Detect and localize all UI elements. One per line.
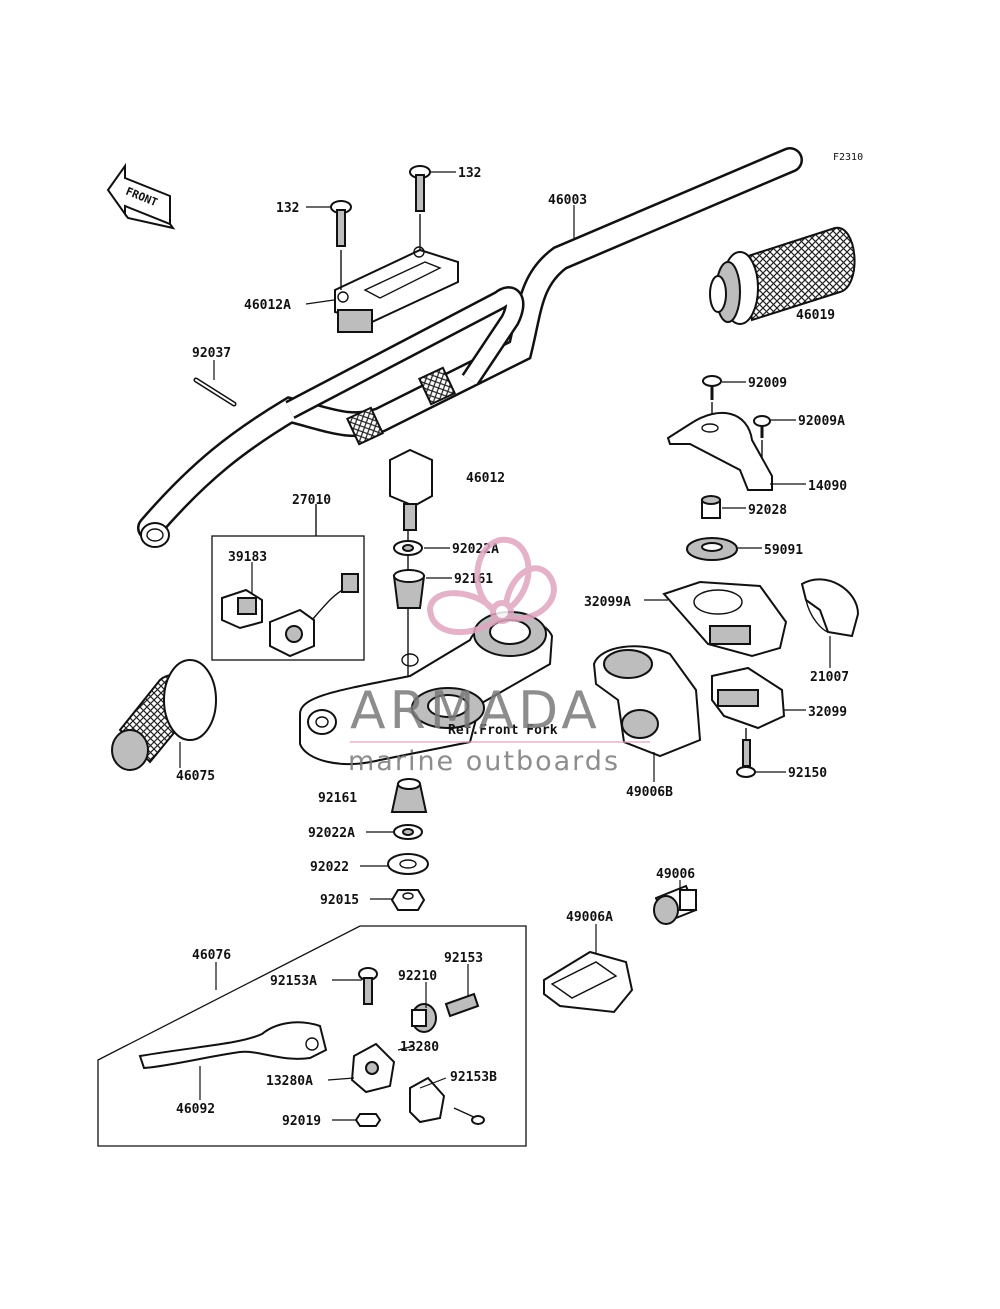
part-label: 92150 xyxy=(788,766,827,781)
part-label: 59091 xyxy=(764,543,803,558)
washer-92022A-top xyxy=(393,540,423,556)
lever-holder-13280A xyxy=(350,1042,396,1094)
part-label: 92161 xyxy=(454,572,493,587)
part-label: 92022A xyxy=(308,826,355,841)
part-label: 21007 xyxy=(810,670,849,685)
lever-cover-49006A xyxy=(543,950,634,1014)
part-label: 132 xyxy=(458,166,481,181)
reference-front-fork: Ref.Front Fork xyxy=(448,723,558,738)
part-label: 32099 xyxy=(808,705,847,720)
propeller-logo-icon xyxy=(426,536,557,636)
handlebar xyxy=(137,147,803,548)
clutch-lever-group-box xyxy=(97,925,527,1147)
damper-92161-top xyxy=(392,569,426,609)
lever-holder-13280 xyxy=(409,1076,446,1124)
part-labels: 132 132 46003 46012A 46019 92037 92009 9… xyxy=(176,166,849,1129)
part-label: 132 xyxy=(276,201,299,216)
part-label: 92210 xyxy=(398,969,437,984)
bolt-132-left xyxy=(330,200,352,290)
throttle-cover-14090 xyxy=(666,411,773,491)
part-label: 92153B xyxy=(450,1070,497,1085)
adjuster-49006 xyxy=(653,884,698,925)
grip-left xyxy=(111,659,217,771)
screw-92150 xyxy=(736,728,756,778)
part-label: 92153A xyxy=(270,974,317,989)
part-label: 49006 xyxy=(656,867,695,882)
part-label: 92037 xyxy=(192,346,231,361)
pin-92037 xyxy=(193,377,237,407)
part-label: 92009A xyxy=(798,414,845,429)
handlebar-clamp-upper xyxy=(334,246,459,333)
watermark-title: ARMADA xyxy=(350,681,601,741)
part-label: 92022 xyxy=(310,860,349,875)
bolt-92153 xyxy=(444,992,480,1018)
switch-group-box xyxy=(211,535,365,661)
part-label: 92009 xyxy=(748,376,787,391)
throttle-housing-32099A xyxy=(662,580,788,658)
diagram-code: F2310 xyxy=(833,152,863,163)
grip-right xyxy=(709,226,856,325)
part-label: 46012A xyxy=(244,298,291,313)
bolt-92153A xyxy=(358,967,378,1005)
watermark-subtitle: marine outboards xyxy=(348,746,620,777)
washer-92022 xyxy=(387,853,429,875)
part-label: 46003 xyxy=(548,193,587,208)
damper-92161-bottom xyxy=(390,778,428,813)
collar-92028 xyxy=(701,495,721,519)
steering-stem-head xyxy=(299,611,554,765)
part-label: 46019 xyxy=(796,308,835,323)
throttle-pulley-21007 xyxy=(800,578,860,638)
part-label: 92153 xyxy=(444,951,483,966)
part-label: 49006A xyxy=(566,910,613,925)
leader-lines xyxy=(179,171,831,1121)
part-label: 46012 xyxy=(466,471,505,486)
clutch-lever-46092 xyxy=(138,1021,328,1070)
part-label: 27010 xyxy=(292,493,331,508)
watermark: ARMADA marine outboards xyxy=(348,536,650,777)
washer-92022A-bottom xyxy=(393,824,423,840)
part-label: 39183 xyxy=(228,550,267,565)
engine-stop-switch xyxy=(269,573,359,658)
screw-92153B xyxy=(453,1107,485,1125)
part-label: 13280 xyxy=(400,1040,439,1055)
front-arrow-icon: FRONT xyxy=(106,162,176,230)
part-label: 92019 xyxy=(282,1114,321,1129)
throttle-housing-32099 xyxy=(711,666,786,730)
part-label: 13280A xyxy=(266,1074,313,1089)
nut-92015 xyxy=(390,889,426,911)
part-label: 32099A xyxy=(584,595,631,610)
adjuster-92210 xyxy=(411,1003,437,1033)
part-label: 92015 xyxy=(320,893,359,908)
seal-59091 xyxy=(686,537,738,561)
part-label: 14090 xyxy=(808,479,847,494)
handlebar-holder-46012 xyxy=(389,448,433,700)
part-label: 46075 xyxy=(176,769,215,784)
holder-49006B xyxy=(592,645,702,758)
part-label: 46076 xyxy=(192,948,231,963)
part-label: 49006B xyxy=(626,785,673,800)
part-label: 46092 xyxy=(176,1102,215,1117)
nut-92019 xyxy=(354,1113,382,1127)
part-label: 92028 xyxy=(748,503,787,518)
part-label: 92161 xyxy=(318,791,357,806)
bolt-132-right xyxy=(409,165,431,250)
switch-clamp-39183 xyxy=(221,588,263,630)
